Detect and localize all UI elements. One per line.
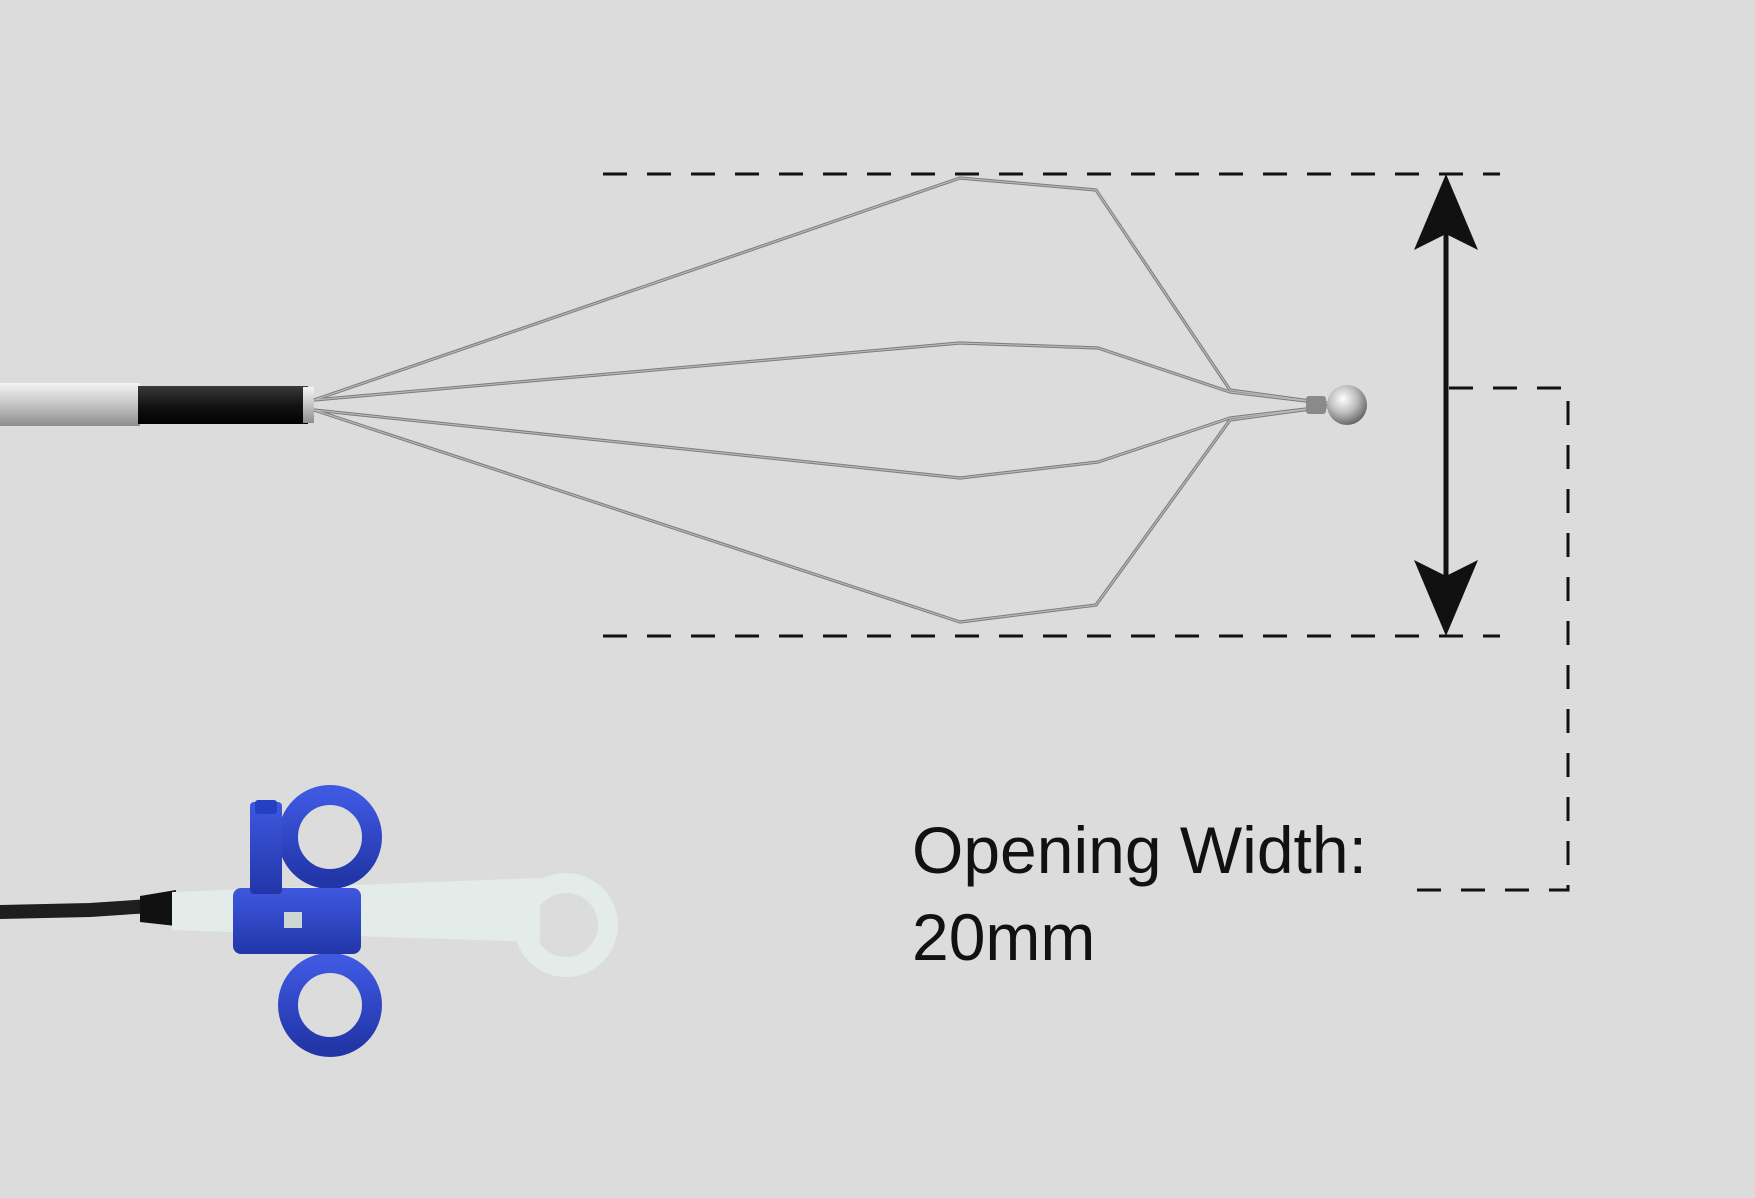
basket-tip [1306, 385, 1367, 425]
tip-ball [1327, 385, 1367, 425]
dimension-guides [603, 172, 1570, 892]
arrow-head-down [1414, 560, 1478, 636]
wire-highlight-lower-mid [313, 404, 1341, 479]
handle-injection-port [250, 802, 282, 894]
catheter-sheath [0, 383, 314, 426]
tip-collar [1306, 396, 1326, 414]
sheath-black-band [138, 386, 308, 424]
basket-wires-highlight [313, 177, 1341, 623]
handle-assembly [0, 785, 618, 1057]
handle-finger-ring-bottom [278, 953, 382, 1057]
opening-width-label: Opening Width: [912, 813, 1367, 887]
leader-line [1404, 386, 1570, 892]
arrow-head-up [1414, 174, 1478, 250]
opening-width-arrow [1414, 174, 1478, 636]
wire-highlight-top [313, 177, 1341, 406]
sheath-silver-section [0, 383, 140, 426]
sheath-end-cap [303, 387, 314, 423]
handle-finger-ring-top [278, 785, 382, 889]
handle-cable [0, 899, 157, 919]
opening-width-value: 20mm [912, 900, 1095, 974]
handle-strain-relief [140, 890, 176, 926]
wire-highlight-bottom [313, 404, 1341, 623]
wire-highlight-upper-mid [313, 342, 1341, 406]
handle-thumb-ring [514, 873, 618, 977]
handle-port-cap [255, 800, 277, 814]
handle-slot [284, 912, 302, 928]
